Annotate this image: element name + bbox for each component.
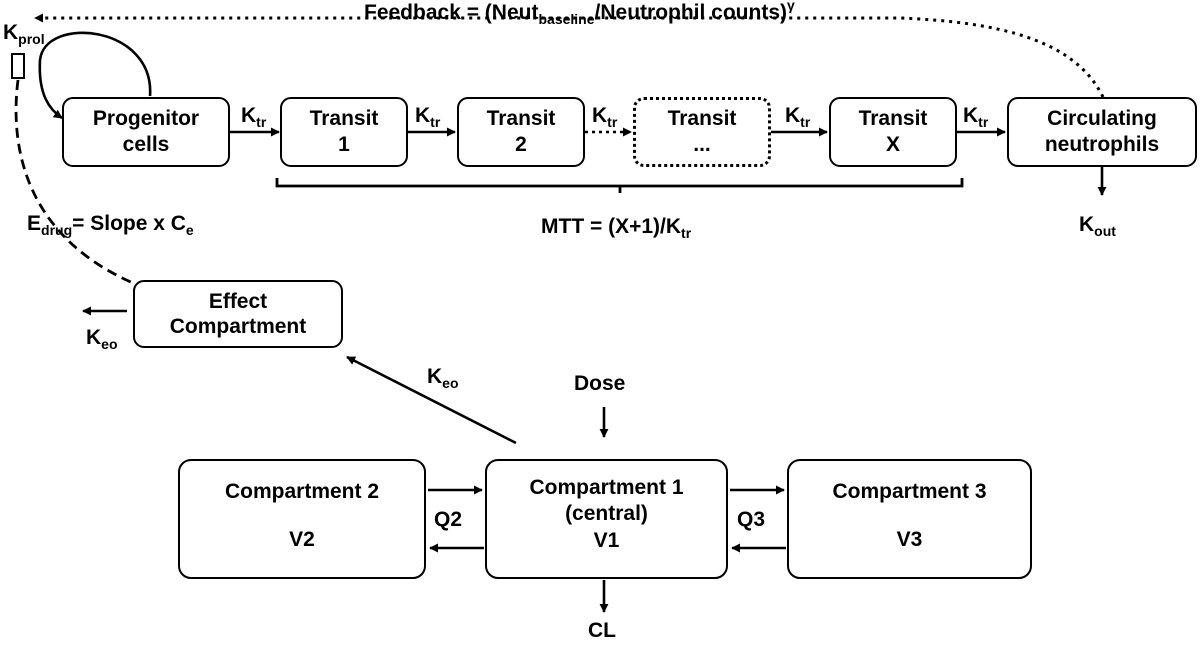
progenitor-cells-box: Progenitor cells — [62, 97, 230, 167]
transit-2-box: Transit 2 — [457, 97, 585, 167]
ktr-label-2: Ktr — [415, 104, 441, 130]
kprol-base: K — [3, 21, 19, 44]
keo-elimination-label: Keo — [86, 326, 118, 352]
effect-line2: Compartment — [169, 315, 307, 338]
circulating-line1: Circulating — [1047, 106, 1157, 130]
transit1-line1: Transit — [309, 106, 379, 130]
feedback-label: Feedback = (Neutbaseline/Neutrophil coun… — [364, 0, 795, 26]
ktr-label-3: Ktr — [592, 104, 618, 130]
ktr-label-5: Ktr — [963, 104, 989, 130]
ktr-label-1: Ktr — [241, 104, 267, 130]
compartment-1-box: Compartment 1 (central) V1 — [485, 459, 728, 579]
mtt-formula: MTT = (X+1)/Ktr — [541, 215, 692, 241]
transit2-line1: Transit — [486, 106, 556, 130]
feedback-sup: γ — [787, 0, 795, 13]
compartment2-title: Compartment 2 — [224, 480, 380, 503]
edrug-formula: Edrug= Slope x Ce — [27, 212, 194, 238]
kprol-sub: prol — [18, 31, 45, 47]
cl-label: CL — [588, 619, 616, 642]
transit-dots-line1: Transit — [667, 106, 737, 130]
compartment3-title: Compartment 3 — [832, 480, 987, 503]
compartment1-subtitle: (central) — [565, 502, 648, 526]
q3-label: Q3 — [737, 508, 766, 531]
transit1-line2: 1 — [338, 133, 350, 156]
transit-ellipsis-box: Transit ... — [633, 97, 771, 167]
self-loop-arrow — [38, 31, 152, 120]
transitX-line2: X — [885, 133, 900, 156]
feedback-sub: baseline — [538, 11, 595, 27]
kout-label: Kout — [1079, 213, 1116, 239]
transitX-line1: Transit — [858, 106, 928, 130]
mtt-bracket — [275, 178, 964, 193]
progenitor-line2: cells — [122, 133, 170, 156]
transit-dots-line2: ... — [693, 133, 711, 156]
transit-1-box: Transit 1 — [280, 97, 408, 167]
circulating-neutrophils-box: Circulating neutrophils — [1007, 97, 1197, 167]
q2-label: Q2 — [434, 508, 463, 531]
circulating-line2: neutrophils — [1044, 133, 1160, 156]
effect-compartment-box: Effect Compartment — [133, 280, 343, 348]
transit2-line2: 2 — [515, 133, 527, 156]
edrug-dashed-line — [14, 79, 134, 285]
effect-line1: Effect — [208, 289, 268, 313]
dose-label: Dose — [574, 372, 626, 395]
compartment2-volume: V2 — [289, 528, 315, 552]
compartment1-volume: V1 — [593, 528, 620, 552]
transit-x-box: Transit X — [829, 97, 957, 167]
compartment1-title: Compartment 1 — [529, 476, 684, 499]
ktr-label-4: Ktr — [785, 104, 811, 130]
progenitor-line1: Progenitor — [92, 106, 200, 130]
compartment-2-box: Compartment 2 V2 — [178, 459, 426, 579]
feedback-mid: /Neutrophil counts) — [594, 1, 788, 24]
keo-arrow — [346, 355, 517, 445]
feedback-prefix: Feedback = (Neut — [364, 1, 539, 24]
keo-transfer-label: Keo — [427, 365, 459, 391]
feedback-arrow — [34, 13, 1105, 98]
compartment3-volume: V3 — [896, 528, 923, 552]
kprol-label: Kprol — [3, 21, 45, 46]
kprol-rectangle — [11, 53, 25, 79]
compartment-3-box: Compartment 3 V3 — [787, 459, 1032, 579]
